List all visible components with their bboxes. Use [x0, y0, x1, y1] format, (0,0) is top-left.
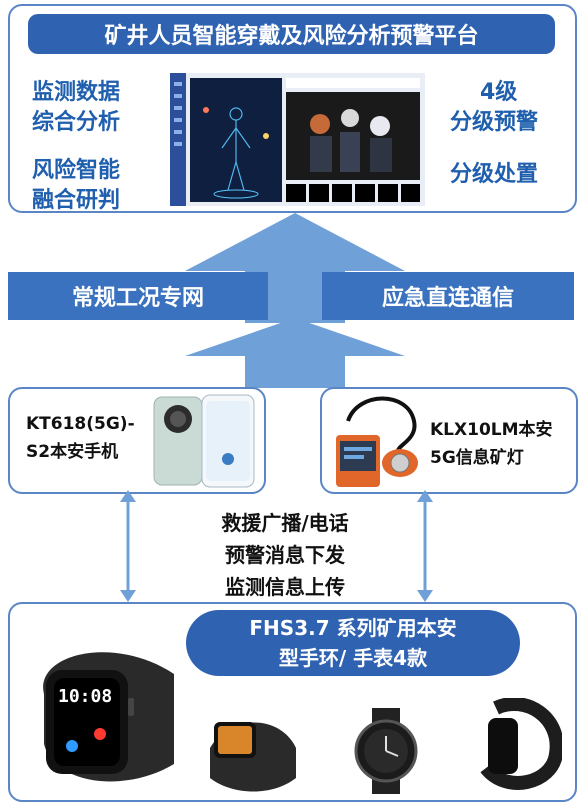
watch-three-image	[354, 708, 418, 794]
phone-image	[153, 394, 255, 488]
feature-monitor-data: 监测数据	[32, 80, 121, 105]
feature-comprehensive-analysis: 综合分析	[32, 110, 121, 135]
phone-bidirectional-arrow	[120, 490, 136, 602]
large-watch-body-icon	[43, 652, 174, 782]
band-four-image	[480, 698, 562, 790]
feature-fusion-judgement: 融合研判	[32, 188, 121, 213]
regular-network-label: 常规工况专网	[8, 272, 268, 320]
dashboard-screenshot	[170, 66, 425, 206]
emergency-network-label: 应急直连通信	[322, 272, 574, 320]
lamp-model-line2: 5G信息矿灯	[430, 448, 524, 468]
wearables-title: FHS3.7 系列矿用本安 型手环/ 手表4款	[186, 610, 520, 676]
watch-two-image	[210, 722, 296, 792]
message-monitor-upload: 监测信息上传	[225, 575, 345, 599]
feature-4-level: 4级	[480, 80, 518, 105]
message-warning-dispatch: 预警消息下发	[225, 543, 345, 567]
platform-panel: 矿井人员智能穿戴及风险分析预警平台 监测数据 综合分析 风险智能 融合研判 4级…	[8, 4, 577, 213]
platform-title: 矿井人员智能穿戴及风险分析预警平台	[28, 14, 555, 54]
lamp-model-line1: KLX10LM本安	[430, 420, 553, 440]
feature-risk-intelligence: 风险智能	[32, 158, 121, 183]
upward-arrow-bottom	[185, 318, 405, 388]
lamp-bidirectional-arrow	[417, 490, 433, 602]
feature-graded-warning: 分级预警	[450, 110, 539, 135]
mining-lamp-image	[336, 396, 418, 487]
wearables-title-line1: FHS3.7 系列矿用本安	[249, 616, 457, 640]
watch-time-display: 10:08	[58, 686, 113, 707]
message-rescue-broadcast: 救援广播/电话	[221, 511, 349, 535]
upward-arrow-top	[185, 213, 405, 323]
phone-model-line1: KT618(5G)-	[26, 414, 135, 434]
phone-model-line2: S2本安手机	[26, 442, 119, 462]
wearables-title-line2: 型手环/ 手表4款	[278, 646, 428, 670]
large-smartwatch: 10:08	[24, 634, 184, 794]
phone-panel: KT618(5G)- S2本安手机	[8, 387, 266, 494]
wearables-panel: FHS3.7 系列矿用本安 型手环/ 手表4款 10:08	[8, 602, 577, 802]
feature-graded-disposal: 分级处置	[450, 162, 539, 187]
lamp-panel: KLX10LM本安 5G信息矿灯	[320, 387, 578, 494]
